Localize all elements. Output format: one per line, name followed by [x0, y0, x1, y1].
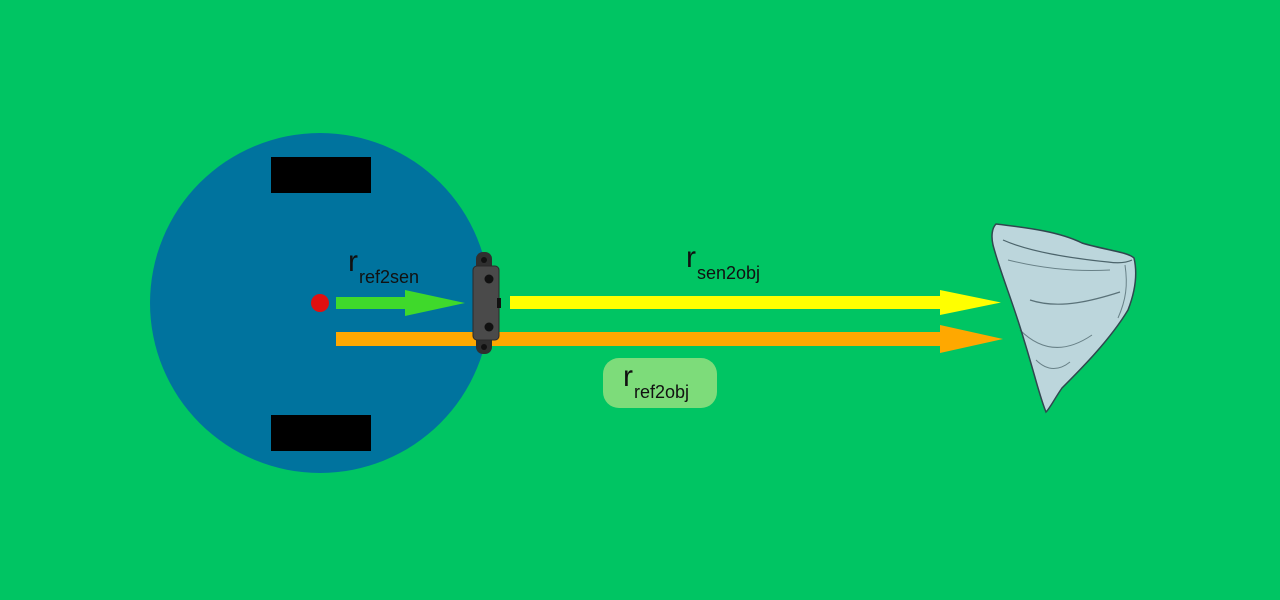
- ref2sen-symbol: r: [348, 245, 358, 278]
- ref2sen-subscript: ref2sen: [359, 267, 420, 287]
- object-icon: [991, 223, 1137, 414]
- ref2obj-symbol: r: [623, 360, 633, 393]
- sen2obj-subscript: sen2obj: [697, 263, 761, 283]
- top-wheel: [271, 157, 371, 193]
- ref2obj-label: rref2obj: [603, 358, 717, 408]
- sen2obj-label: rsen2obj: [686, 241, 761, 283]
- reference-point: [311, 294, 329, 312]
- ref2sen-label: rref2sen: [348, 245, 420, 287]
- ref2obj-arrow: [336, 325, 1003, 353]
- ref2sen-arrow: [336, 290, 465, 316]
- bottom-wheel: [271, 415, 371, 451]
- sen2obj-arrow: [510, 290, 1001, 315]
- sen2obj-symbol: r: [686, 241, 696, 274]
- ref2obj-subscript: ref2obj: [634, 382, 690, 402]
- distance-sensor-icon: [472, 252, 501, 354]
